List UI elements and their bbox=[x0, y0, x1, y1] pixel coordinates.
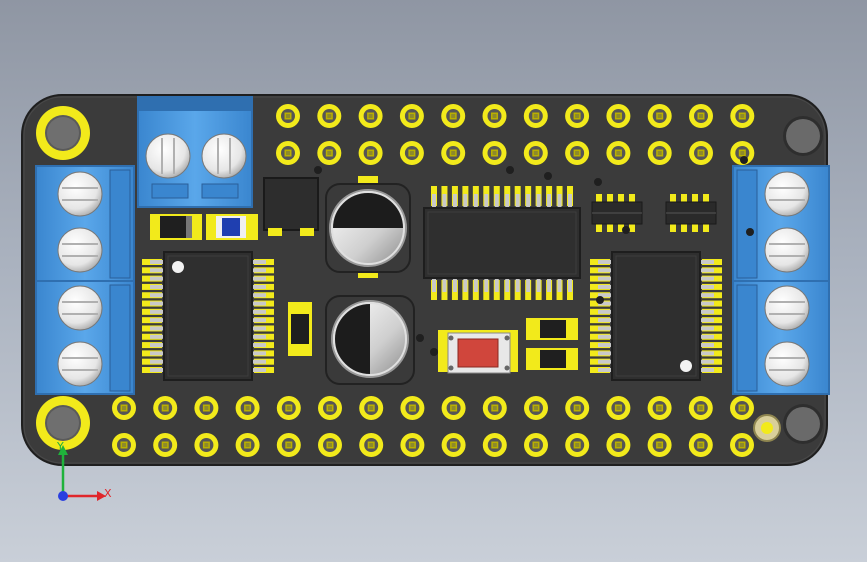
header-pin bbox=[441, 141, 466, 165]
header-pin bbox=[730, 433, 754, 457]
terminal-block-left-upper[interactable] bbox=[35, 165, 135, 282]
header-pin bbox=[400, 396, 425, 420]
axis-y-label: Y bbox=[56, 440, 64, 453]
smd-capacitor bbox=[288, 302, 312, 356]
smd-led bbox=[206, 214, 258, 240]
header-pin bbox=[112, 396, 136, 420]
power-switch[interactable] bbox=[438, 330, 518, 374]
terminal-block-right-lower[interactable] bbox=[732, 280, 830, 395]
header-pin bbox=[194, 433, 219, 457]
header-pin bbox=[647, 433, 672, 457]
screw-icon bbox=[201, 133, 247, 179]
header-pin bbox=[153, 396, 178, 420]
electrolytic-capacitor-upper bbox=[325, 176, 411, 278]
header-pin bbox=[689, 141, 713, 165]
screw-icon bbox=[764, 171, 810, 217]
header-pin bbox=[565, 433, 590, 457]
header-pin bbox=[482, 396, 507, 420]
axis-x-label: X bbox=[104, 487, 112, 500]
header-pin bbox=[318, 396, 342, 420]
terminal-block-top-left[interactable] bbox=[137, 96, 253, 208]
smd-diode bbox=[150, 214, 202, 240]
header-pin bbox=[400, 433, 425, 457]
screw-icon bbox=[57, 341, 103, 387]
header-pin bbox=[153, 433, 178, 457]
header-pin bbox=[194, 396, 219, 420]
inductor bbox=[263, 177, 319, 236]
header-pin bbox=[606, 433, 631, 457]
header-pin bbox=[523, 104, 548, 128]
screw-icon bbox=[57, 227, 103, 273]
header-pin bbox=[276, 141, 300, 165]
header-pin bbox=[565, 396, 590, 420]
screw-icon bbox=[764, 227, 810, 273]
terminal-block-left-lower[interactable] bbox=[35, 280, 135, 395]
header-pin bbox=[606, 104, 631, 128]
header-pin bbox=[112, 433, 136, 457]
header-pin bbox=[359, 396, 384, 420]
header-pin bbox=[647, 141, 672, 165]
header-pin bbox=[235, 433, 260, 457]
electrolytic-capacitor-lower bbox=[325, 295, 415, 385]
axis-triad[interactable]: X Y bbox=[56, 440, 112, 501]
header-pin bbox=[689, 104, 713, 128]
header-pin bbox=[276, 104, 300, 128]
header-pin bbox=[730, 396, 754, 420]
header-pin bbox=[524, 433, 548, 457]
resistor-arrays bbox=[591, 194, 717, 232]
screw-icon bbox=[764, 285, 810, 331]
screw-icon bbox=[764, 341, 810, 387]
vias bbox=[314, 156, 754, 356]
header-pins bbox=[112, 104, 755, 457]
header-pin bbox=[399, 104, 424, 128]
header-pin bbox=[565, 141, 590, 165]
header-pin bbox=[688, 433, 713, 457]
pwm-controller-ic-center bbox=[423, 186, 581, 300]
mounting-hole-bottom-right bbox=[783, 404, 823, 444]
header-pin bbox=[606, 396, 631, 420]
header-pin bbox=[524, 396, 548, 420]
smd-diode bbox=[526, 348, 578, 370]
header-pin bbox=[276, 433, 301, 457]
test-pad bbox=[753, 414, 781, 442]
header-pin bbox=[647, 104, 672, 128]
screw-icon bbox=[57, 285, 103, 331]
smd-diode bbox=[526, 318, 578, 340]
terminal-block-right-upper[interactable] bbox=[732, 165, 830, 282]
header-pin bbox=[441, 396, 466, 420]
mounting-hole-top-left bbox=[36, 106, 90, 160]
screw-icon bbox=[57, 171, 103, 217]
header-pin bbox=[730, 104, 755, 128]
header-pin bbox=[318, 433, 342, 457]
header-pin bbox=[482, 104, 507, 128]
header-pin bbox=[359, 433, 384, 457]
header-pin bbox=[441, 104, 466, 128]
header-pin bbox=[688, 396, 713, 420]
header-pin bbox=[482, 141, 507, 165]
mounting-hole-bottom-left bbox=[36, 396, 90, 450]
header-pin bbox=[482, 433, 507, 457]
header-pin bbox=[317, 104, 342, 128]
screw-icon bbox=[145, 133, 191, 179]
header-pin bbox=[358, 104, 383, 128]
header-pin bbox=[606, 141, 631, 165]
header-pin bbox=[565, 104, 590, 128]
motor-driver-ic-left bbox=[142, 251, 274, 381]
header-pin bbox=[276, 396, 301, 420]
header-pin bbox=[730, 141, 755, 165]
header-pin bbox=[647, 396, 672, 420]
header-pin bbox=[399, 141, 424, 165]
header-pin bbox=[441, 433, 466, 457]
header-pin bbox=[523, 141, 548, 165]
header-pin bbox=[317, 141, 342, 165]
header-pin bbox=[358, 141, 383, 165]
mounting-hole-top-right bbox=[783, 116, 823, 156]
header-pin bbox=[235, 396, 260, 420]
